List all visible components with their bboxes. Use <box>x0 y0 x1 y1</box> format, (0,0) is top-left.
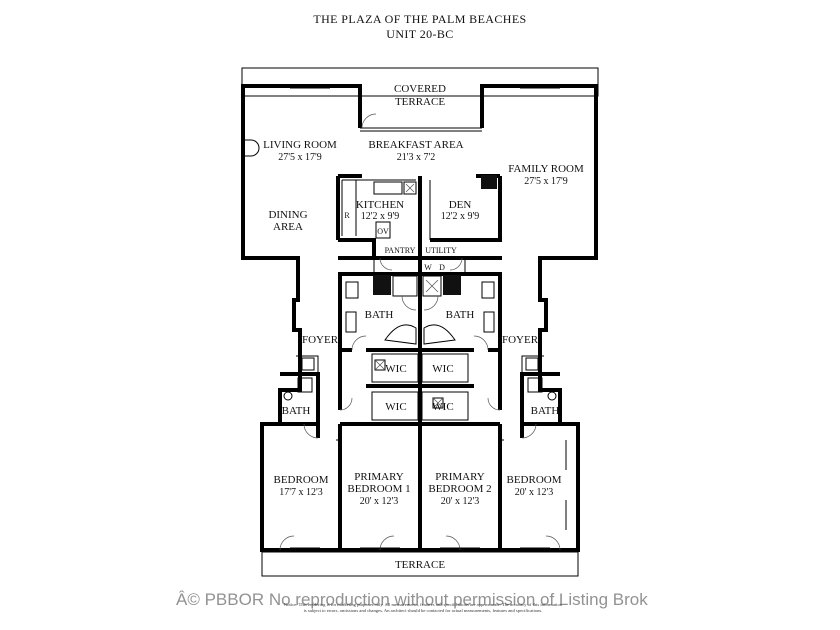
breakfast-window-wall <box>360 127 482 132</box>
bath-center-right-label: BATH <box>446 309 475 321</box>
living-room-dim: 27'5 x 17'9 <box>278 152 322 163</box>
breakfast-area-label: BREAKFAST AREA <box>368 139 463 151</box>
primary-bedroom-1-dim: 20' x 12'3 <box>360 496 399 507</box>
wic-2-label: WIC <box>432 363 453 375</box>
dryer-label: D <box>439 263 445 272</box>
bedroom-walls <box>262 422 578 550</box>
covered-terrace-label-2: TERRACE <box>395 96 445 108</box>
window-marks <box>290 87 560 549</box>
den-label: DEN <box>449 199 472 211</box>
primary-bedroom-2-dim: 20' x 12'3 <box>441 496 480 507</box>
terrace-label: TERRACE <box>395 559 445 571</box>
breakfast-area-dim: 21'3 x 7'2 <box>397 152 436 163</box>
disclaimer-notice: Notice: This rendering is for marketing … <box>258 602 588 613</box>
copyright-watermark: Â© PBBOR No reproduction without permiss… <box>176 590 648 609</box>
bedroom-right-dim: 20' x 12'3 <box>515 487 554 498</box>
oven-label: OV <box>377 227 389 236</box>
living-room-label: LIVING ROOM <box>263 139 337 151</box>
refrigerator-label: R <box>344 211 350 220</box>
foyer-left-label: FOYER <box>302 334 339 346</box>
side-baths <box>280 355 560 424</box>
dining-area-label-1: DINING <box>268 209 307 221</box>
covered-terrace-label-1: COVERED <box>394 83 446 95</box>
disclaimer-line-1: Notice: This rendering is for marketing … <box>283 602 563 607</box>
den-dim: 12'2 x 9'9 <box>441 211 480 222</box>
wic-closets <box>340 353 500 426</box>
utility-label: UTILITY <box>425 246 457 255</box>
disclaimer-line-2: is subject to errors, omissions and chan… <box>303 607 543 613</box>
pantry-label: PANTRY <box>385 246 416 255</box>
pantry-utility <box>338 256 502 276</box>
washer-label: W <box>424 263 432 272</box>
foyer-right-label: FOYER <box>502 334 539 346</box>
wic-1-label: WIC <box>385 363 406 375</box>
bath-center-left-label: BATH <box>365 309 394 321</box>
bath-walls <box>338 274 502 410</box>
bedroom-left-dim: 17'7 x 12'3 <box>279 487 323 498</box>
fireplace <box>243 139 260 157</box>
covered-terrace-edge <box>358 86 484 128</box>
family-room-dim: 27'5 x 17'9 <box>524 176 568 187</box>
bedroom-left-label: BEDROOM <box>273 474 328 486</box>
bedroom-right-label: BEDROOM <box>506 474 561 486</box>
kitchen-label: KITCHEN <box>356 199 404 211</box>
wic-3-label: WIC <box>385 401 406 413</box>
primary-bedroom-1-label-2: BEDROOM 1 <box>347 483 410 495</box>
kitchen-dim: 12'2 x 9'9 <box>361 211 400 222</box>
family-room-label: FAMILY ROOM <box>508 163 584 175</box>
kitchen-block <box>336 174 417 258</box>
bath-right-label: BATH <box>531 405 560 417</box>
primary-bedroom-2-label-1: PRIMARY <box>435 471 485 483</box>
den-block <box>429 174 502 242</box>
wic-4-label: WIC <box>432 401 453 413</box>
primary-bedroom-2-label-2: BEDROOM 2 <box>428 483 491 495</box>
plan-subtitle: UNIT 20-BC <box>386 27 454 41</box>
plan-title: THE PLAZA OF THE PALM BEACHES <box>313 12 527 26</box>
primary-bedroom-1-label-1: PRIMARY <box>354 471 404 483</box>
bath-left-label: BATH <box>282 405 311 417</box>
dining-area-label-2: AREA <box>273 221 303 233</box>
